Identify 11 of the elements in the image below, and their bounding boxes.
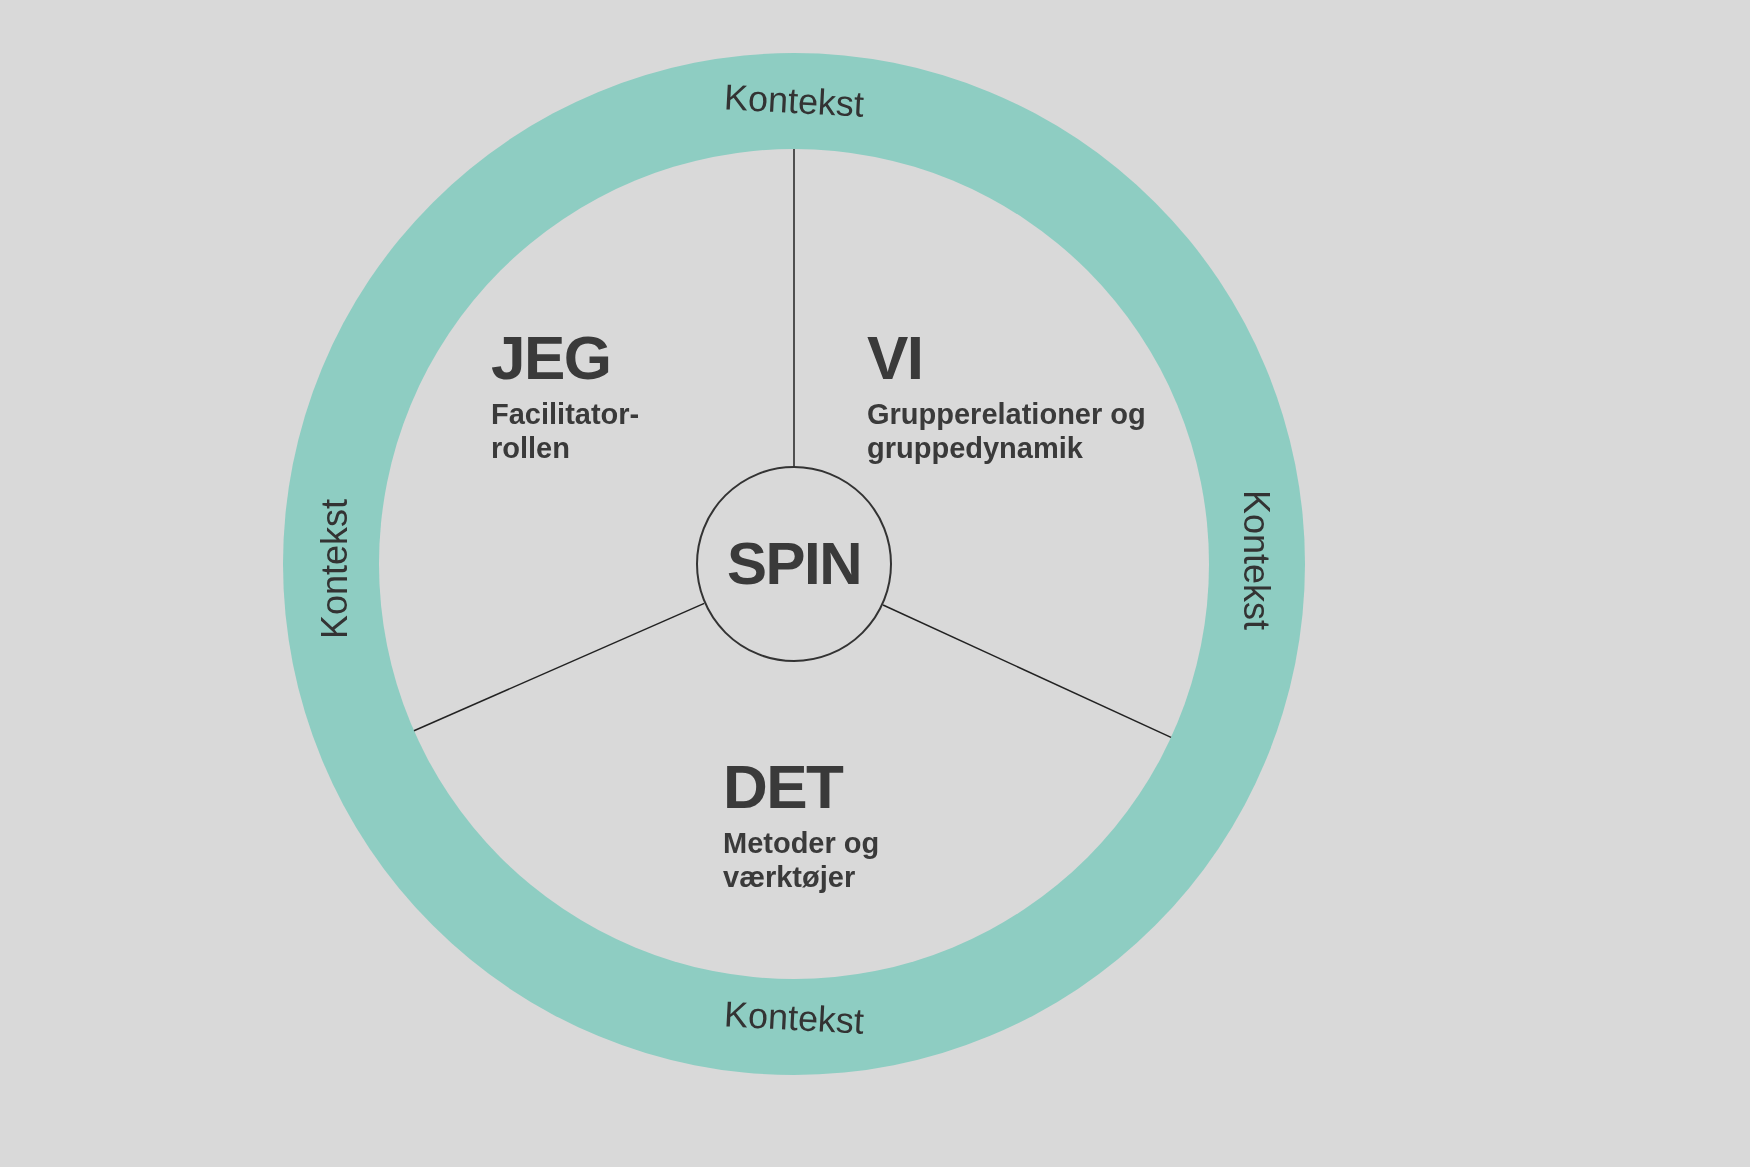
sector-heading: JEG — [491, 327, 612, 389]
ring-label: Kontekst — [313, 498, 356, 640]
sector-heading: DET — [723, 756, 844, 818]
sector-description: Grupperelationer og gruppedynamik — [867, 397, 1147, 465]
sector-description: Facilitator-rollen — [491, 397, 641, 465]
ring-label: Kontekst — [722, 75, 866, 127]
ring-label: Kontekst — [1235, 489, 1278, 631]
sector-description: Metoder og værktøjer — [723, 826, 881, 894]
sector-heading: VI — [867, 327, 924, 389]
center-title: SPIN — [726, 534, 861, 594]
ring-label: Kontekst — [722, 992, 866, 1044]
